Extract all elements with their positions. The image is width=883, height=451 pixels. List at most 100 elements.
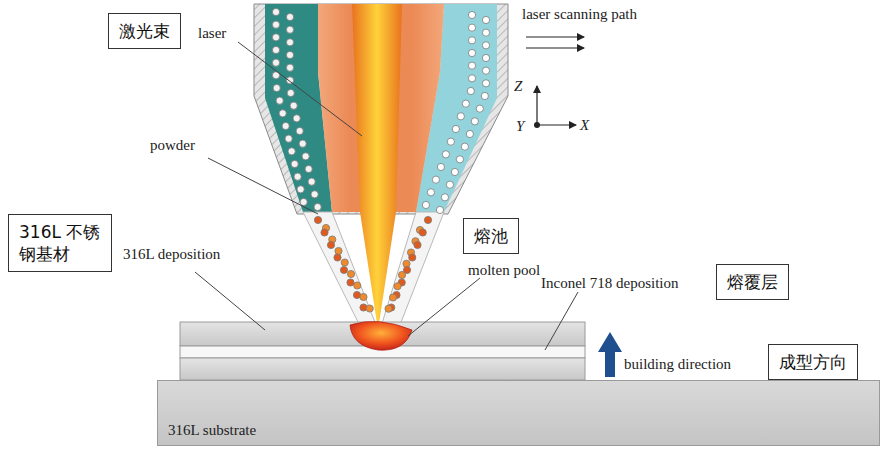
- powder-particle: [476, 105, 483, 112]
- powder-particle: [341, 259, 348, 266]
- powder-particle: [427, 189, 434, 196]
- label-box: 熔覆层: [716, 264, 789, 300]
- powder-particle: [294, 173, 301, 180]
- part-label: 316L deposition: [123, 246, 220, 263]
- powder-particle: [366, 305, 373, 312]
- powder-particle: [334, 254, 341, 261]
- part-label: molten pool: [468, 262, 540, 279]
- powder-particle: [340, 266, 347, 273]
- node-text: 激光束: [119, 20, 170, 42]
- powder-particle: [409, 254, 416, 261]
- powder-particle: [446, 181, 453, 188]
- powder-particle: [290, 102, 297, 109]
- part-label: laser: [198, 25, 226, 42]
- powder-particle: [321, 229, 328, 236]
- powder-particle: [482, 42, 489, 49]
- powder-particle: [451, 168, 458, 175]
- powder-particle: [414, 241, 421, 248]
- powder-particle: [398, 271, 405, 278]
- powder-particle: [296, 127, 303, 134]
- powder-particle: [436, 206, 443, 213]
- axis-label: X: [580, 117, 589, 134]
- powder-particle: [462, 100, 469, 107]
- node-text: 316L substrate: [168, 422, 256, 439]
- powder-particle: [302, 153, 309, 160]
- powder-particle: [286, 64, 293, 71]
- powder-particle: [287, 89, 294, 96]
- powder-particle: [286, 26, 293, 33]
- node-text: 熔池: [474, 225, 508, 247]
- node-text: 316L 不锈 钢基材: [19, 221, 101, 265]
- powder-particle: [360, 293, 367, 300]
- powder-particle: [424, 216, 431, 223]
- powder-particle: [456, 156, 463, 163]
- powder-particle: [482, 80, 489, 87]
- powder-particle: [347, 270, 354, 277]
- powder-particle: [279, 110, 286, 117]
- powder-particle: [482, 67, 489, 74]
- powder-particle: [468, 75, 475, 82]
- powder-particle: [299, 140, 306, 147]
- powder-particle: [335, 247, 342, 254]
- powder-particle: [385, 305, 392, 312]
- powder-particle: [311, 191, 318, 198]
- powder-particle: [291, 160, 298, 167]
- powder-particle: [314, 203, 321, 210]
- annotation-label: building direction: [624, 356, 731, 373]
- powder-particle: [481, 92, 488, 99]
- powder-particle: [468, 37, 475, 44]
- label-box: 成型方向: [768, 344, 858, 380]
- label-box: 激光束: [108, 13, 181, 49]
- powder-particle: [300, 198, 307, 205]
- substrate-band: 316L substrate: [157, 380, 880, 446]
- powder-particle: [273, 84, 280, 91]
- powder-particle: [286, 13, 293, 20]
- powder-particle: [437, 163, 444, 170]
- node-text: 成型方向: [779, 351, 847, 373]
- powder-particle: [452, 125, 459, 132]
- powder-particle: [282, 122, 289, 129]
- powder-particle: [471, 118, 478, 125]
- powder-particle: [468, 24, 475, 31]
- powder-particle: [467, 87, 474, 94]
- powder-particle: [272, 46, 279, 53]
- axis-label: Y: [516, 118, 524, 135]
- powder-particle: [482, 54, 489, 61]
- axis-label: Z: [514, 78, 522, 95]
- powder-particle: [286, 51, 293, 58]
- powder-particle: [389, 294, 396, 301]
- powder-particle: [347, 279, 354, 286]
- powder-particle: [327, 241, 334, 248]
- powder-particle: [422, 201, 429, 208]
- powder-particle: [354, 282, 361, 289]
- powder-particle: [468, 62, 475, 69]
- powder-particle: [353, 291, 360, 298]
- annotation-label: laser scanning path: [522, 6, 637, 23]
- powder-particle: [466, 130, 473, 137]
- powder-particle: [305, 165, 312, 172]
- powder-particle: [461, 143, 468, 150]
- powder-particle: [482, 16, 489, 23]
- powder-particle: [314, 216, 321, 223]
- powder-particle: [272, 59, 279, 66]
- powder-particle: [394, 283, 401, 290]
- powder-particle: [286, 39, 293, 46]
- part-label: powder: [150, 137, 195, 154]
- powder-particle: [272, 34, 279, 41]
- powder-particle: [457, 113, 464, 120]
- powder-particle: [297, 186, 304, 193]
- powder-particle: [272, 8, 279, 15]
- powder-particle: [482, 29, 489, 36]
- powder-particle: [308, 178, 315, 185]
- powder-particle: [468, 49, 475, 56]
- powder-particle: [419, 229, 426, 236]
- node-text: 熔覆层: [727, 271, 778, 293]
- powder-particle: [447, 138, 454, 145]
- powder-particle: [288, 148, 295, 155]
- label-box: 316L 不锈 钢基材: [8, 214, 112, 272]
- powder-particle: [285, 135, 292, 142]
- powder-particle: [442, 151, 449, 158]
- powder-particle: [276, 97, 283, 104]
- powder-particle: [293, 115, 300, 122]
